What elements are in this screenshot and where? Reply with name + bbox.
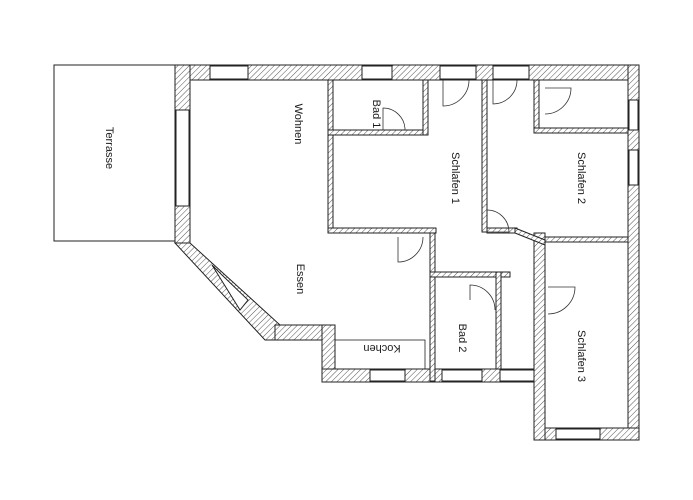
room-label-bad-2: Bad 2 <box>456 324 468 353</box>
room-label-kochen: Kochen <box>363 342 400 354</box>
room-label-wohnen: Wohnen <box>292 104 304 145</box>
interior-walls <box>327 79 629 382</box>
room-label-bad-1: Bad 1 <box>370 100 382 129</box>
room-label-schlafen-2: Schlafen 2 <box>575 152 587 204</box>
windows <box>175 65 639 440</box>
terrace-area <box>53 64 176 242</box>
room-label-essen: Essen <box>294 264 306 295</box>
kitchen-counter <box>334 339 426 370</box>
exterior-walls <box>173 64 640 441</box>
doors <box>382 79 576 315</box>
room-label-schlafen-3: Schlafen 3 <box>575 330 587 382</box>
room-label-terrasse: Terrasse <box>103 127 115 169</box>
room-label-schlafen-1: Schlafen 1 <box>449 152 461 204</box>
